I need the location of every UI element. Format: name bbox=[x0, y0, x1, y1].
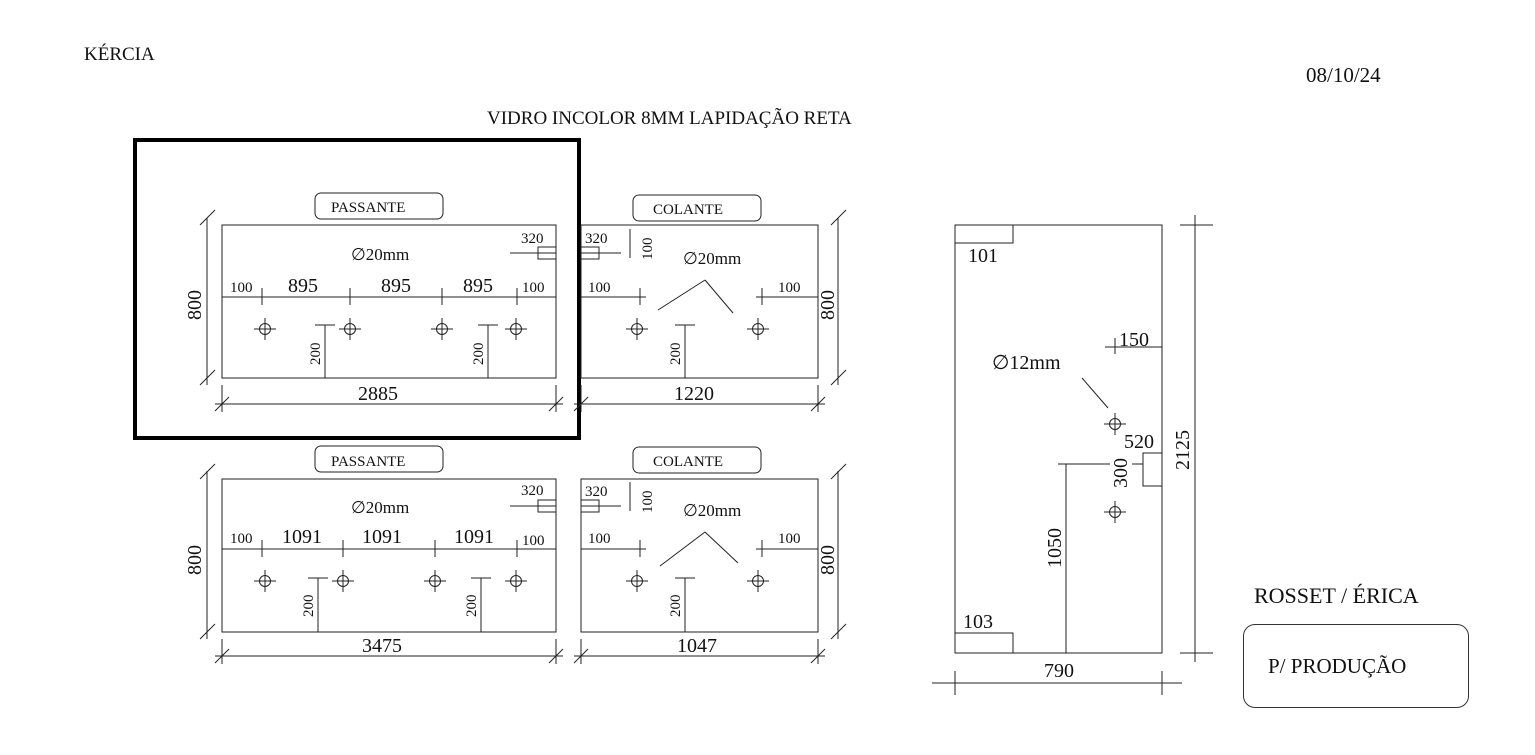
spacing-dim: 100 bbox=[522, 533, 545, 549]
corner-dim: 320 bbox=[585, 484, 608, 500]
hole-spec: ∅20mm bbox=[351, 245, 409, 264]
hole-marker bbox=[431, 318, 453, 340]
hole-marker bbox=[747, 318, 769, 340]
top-notch bbox=[954, 224, 1014, 244]
width-dim: 3475 bbox=[362, 635, 402, 657]
base-height-dim: 1050 bbox=[1044, 528, 1066, 568]
spacing-dim: 100 bbox=[588, 531, 611, 547]
width-dim: 2885 bbox=[358, 383, 398, 405]
height-dim: 800 bbox=[817, 290, 839, 320]
spacing-dim: 100 bbox=[588, 280, 611, 296]
spacing-dim: 1091 bbox=[454, 526, 494, 548]
door-hole-spec: ∅12mm bbox=[992, 352, 1061, 374]
top-notch-dim: 101 bbox=[968, 245, 998, 267]
glass-outline bbox=[221, 478, 557, 633]
hole-marker bbox=[505, 570, 527, 592]
panel-passante-3475 bbox=[199, 445, 564, 664]
height-dim: 800 bbox=[184, 545, 206, 575]
label-box bbox=[314, 445, 444, 473]
label-box bbox=[632, 446, 762, 474]
client-name: KÉRCIA bbox=[84, 44, 155, 65]
hole-spec: ∅20mm bbox=[351, 498, 409, 517]
corner-dim: 320 bbox=[521, 231, 544, 247]
hole-marker bbox=[626, 318, 648, 340]
height-dim: 800 bbox=[817, 545, 839, 575]
hole-marker bbox=[626, 570, 648, 592]
hole-marker bbox=[1104, 413, 1126, 435]
hole-marker bbox=[254, 318, 276, 340]
width-dim: 1220 bbox=[674, 383, 714, 405]
panel-colante-1047 bbox=[573, 446, 847, 664]
designer-name: ROSSET / ÉRICA bbox=[1254, 583, 1419, 608]
door-width-dim: 790 bbox=[1044, 660, 1074, 682]
spacing-dim: 100 bbox=[778, 280, 801, 296]
panel-colante-1220 bbox=[573, 194, 847, 412]
offset-top-dim: 150 bbox=[1119, 329, 1149, 351]
height-dim: 800 bbox=[184, 290, 206, 320]
drawing-date: 08/10/24 bbox=[1306, 63, 1381, 87]
drop-dim: 200 bbox=[668, 343, 684, 366]
hole-marker bbox=[1104, 501, 1126, 523]
corner-dim: 320 bbox=[521, 483, 544, 499]
status-note: P/ PRODUÇÃO bbox=[1268, 654, 1407, 678]
hole-marker bbox=[339, 318, 361, 340]
bottom-notch bbox=[954, 632, 1014, 654]
side-label: COLANTE bbox=[653, 202, 723, 218]
side-label: PASSANTE bbox=[331, 454, 405, 470]
glass-outline bbox=[221, 224, 557, 379]
notch-height-dim: 520 bbox=[1124, 431, 1154, 453]
door-panel bbox=[932, 215, 1213, 695]
bottom-notch-dim: 103 bbox=[963, 611, 993, 633]
spacing-dim: 100 bbox=[230, 280, 253, 296]
glass-outline bbox=[580, 478, 819, 633]
hole-spec: ∅20mm bbox=[683, 249, 741, 268]
glass-outline bbox=[580, 224, 819, 379]
hole-spec: ∅20mm bbox=[683, 501, 741, 520]
hole-markers bbox=[254, 318, 1126, 592]
drop-dim: 200 bbox=[308, 343, 324, 366]
panel-passante-2885 bbox=[199, 192, 564, 412]
drop-dim: 200 bbox=[668, 595, 684, 618]
hole-marker bbox=[505, 318, 527, 340]
drop-dim: 200 bbox=[464, 595, 480, 618]
width-dim: 1047 bbox=[677, 635, 717, 657]
side-label: PASSANTE bbox=[331, 200, 405, 216]
label-box bbox=[314, 192, 444, 220]
glass-spec: VIDRO INCOLOR 8MM LAPIDAÇÃO RETA bbox=[487, 108, 852, 129]
drop-dim: 200 bbox=[471, 343, 487, 366]
spacing-dim: 895 bbox=[288, 275, 318, 297]
spacing-dim: 895 bbox=[463, 275, 493, 297]
spacing-dim: 100 bbox=[230, 531, 253, 547]
hole-marker bbox=[332, 570, 354, 592]
hole-marker bbox=[747, 570, 769, 592]
spacing-dim: 895 bbox=[381, 275, 411, 297]
corner-dim: 320 bbox=[585, 231, 608, 247]
hole-marker bbox=[424, 570, 446, 592]
hole-spacing-dim: 300 bbox=[1110, 458, 1132, 488]
corner-dim: 100 bbox=[640, 238, 656, 261]
handle-notch bbox=[1142, 452, 1163, 487]
corner-dim: 100 bbox=[640, 491, 656, 514]
spacing-dim: 1091 bbox=[282, 526, 322, 548]
door-height-dim: 2125 bbox=[1172, 430, 1194, 470]
status-box bbox=[1243, 624, 1469, 708]
hole-marker bbox=[254, 570, 276, 592]
door-outline bbox=[954, 224, 1163, 654]
spacing-dim: 100 bbox=[522, 280, 545, 296]
side-label: COLANTE bbox=[653, 454, 723, 470]
selection-frame bbox=[133, 138, 581, 440]
label-box bbox=[632, 194, 762, 222]
spacing-dim: 1091 bbox=[362, 526, 402, 548]
drop-dim: 200 bbox=[301, 595, 317, 618]
spacing-dim: 100 bbox=[778, 531, 801, 547]
